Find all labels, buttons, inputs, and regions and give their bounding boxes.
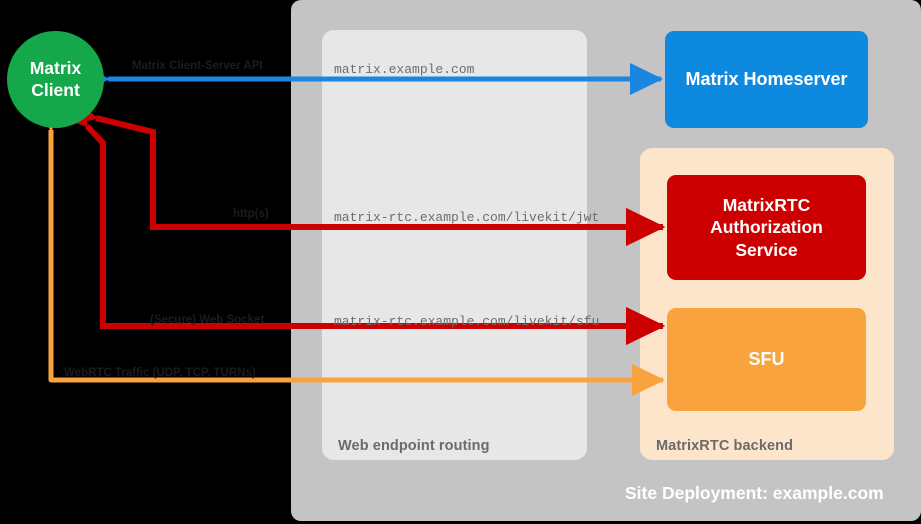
matrix-homeserver-label: Matrix Homeserver	[685, 69, 848, 89]
auth-service-label-line2: Authorization	[710, 217, 823, 238]
auth-service-label-line3: Service	[735, 239, 798, 260]
site-deployment-label: Site Deployment: example.com	[625, 483, 884, 503]
flow-label-client-server-api: Matrix Client-Server API	[132, 60, 263, 72]
auth-service-label-line1: MatrixRTC	[722, 194, 811, 215]
matrix-client-label-line1: Matrix	[29, 58, 82, 79]
node-matrixrtc-authorization-service[interactable]: MatrixRTC Authorization Service	[667, 175, 866, 280]
matrix-client-label-line2: Client	[31, 79, 80, 100]
node-sfu[interactable]: SFU	[667, 308, 866, 411]
endpoint-label-livekit-jwt: matrix-rtc.example.com/livekit/jwt	[334, 210, 600, 225]
node-matrix-homeserver[interactable]: Matrix Homeserver	[665, 31, 868, 128]
web-endpoint-routing-label: Web endpoint routing	[338, 438, 490, 454]
sfu-label: SFU	[748, 349, 785, 369]
flow-label-webrtc-traffic: WebRTC Traffic (UDP, TCP, TURNs)	[64, 367, 256, 379]
flow-label-secure-web-socket: (Secure) Web Socket	[150, 314, 265, 326]
node-matrix-client[interactable]: Matrix Client	[7, 31, 104, 128]
matrixrtc-backend-label: MatrixRTC backend	[656, 438, 794, 454]
endpoint-label-matrix-example-com: matrix.example.com	[334, 62, 475, 77]
flow-label-http-s: http(s)	[233, 208, 269, 220]
web-endpoint-routing-panel	[322, 30, 587, 460]
endpoint-label-livekit-sfu: matrix-rtc.example.com/livekit/sfu	[334, 314, 600, 329]
